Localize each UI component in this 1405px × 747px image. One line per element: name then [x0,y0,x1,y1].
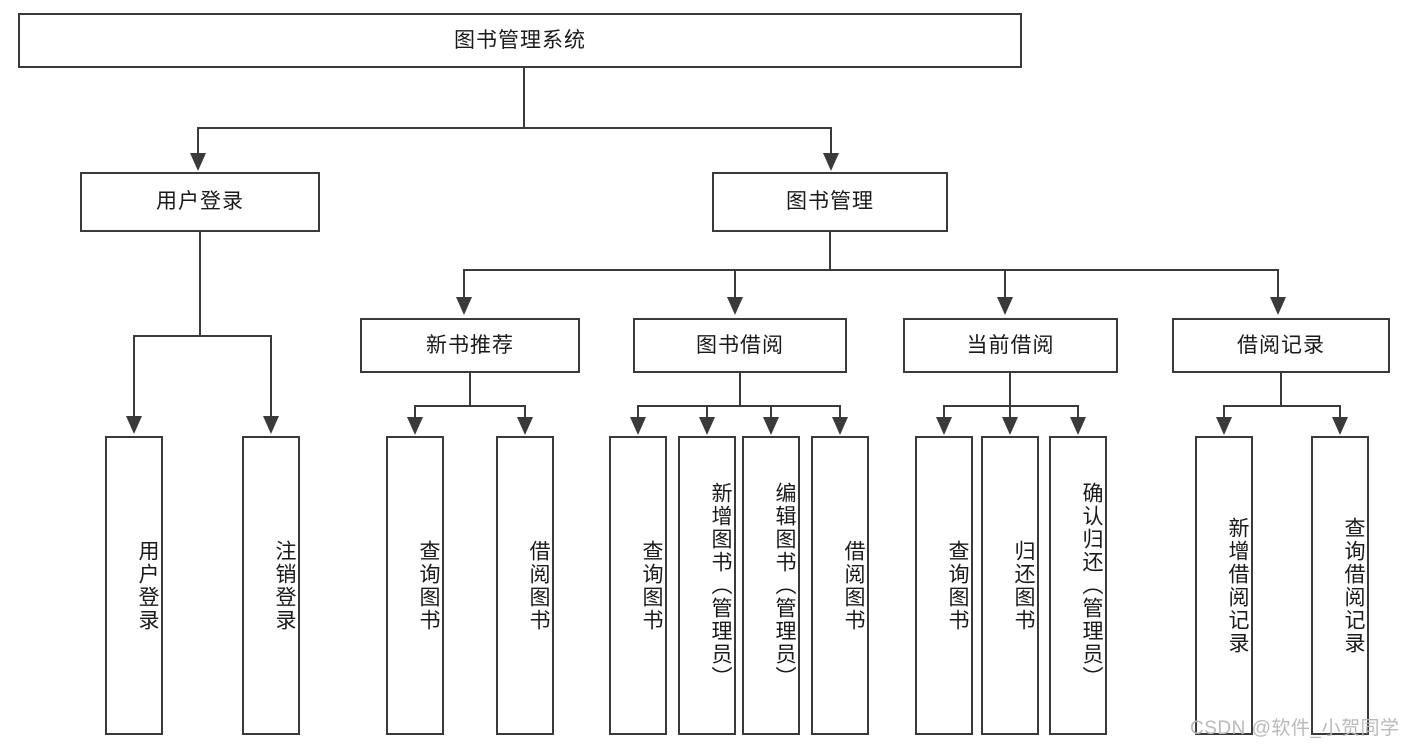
connector-book-mgmt-to-current-borrow [1004,269,1006,299]
node-current-borrow[interactable]: 当前借阅 [903,318,1118,373]
node-borrow-record[interactable]: 借阅记录 [1172,318,1390,373]
node-root-system[interactable]: 图书管理系统 [18,13,1022,68]
arrowhead-current-borrow [997,297,1013,315]
leaf-label: 借阅图书 [527,539,550,632]
node-label: 图书管理系统 [454,28,586,52]
leaf-borrow-query-book[interactable]: 查询图书 [609,436,667,735]
node-new-book-recommend[interactable]: 新书推荐 [360,318,580,373]
node-user-login[interactable]: 用户登录 [80,172,320,232]
leaf-label: 编辑图书（管理员） [773,482,796,689]
node-label: 借阅记录 [1237,333,1325,357]
leaf-logout[interactable]: 注销登录 [242,436,300,735]
connector-user-login-bar [133,335,270,337]
connector-book-borrow-to-leaf-3 [770,405,772,419]
leaf-label: 注销登录 [273,539,296,632]
arrowhead-borrow-record-leaf-1 [1216,417,1232,435]
node-label: 图书管理 [786,190,874,214]
leaf-label: 确认归还（管理员） [1080,482,1103,689]
node-book-borrow[interactable]: 图书借阅 [633,318,847,373]
arrowhead-leaf-logout [263,416,279,434]
node-label: 当前借阅 [966,333,1055,357]
leaf-label: 查询图书 [946,539,969,632]
connector-new-book-stem [469,373,471,406]
connector-book-borrow-to-leaf-1 [637,405,639,419]
connector-book-borrow-to-leaf-4 [839,405,841,419]
node-label: 图书借阅 [696,333,784,357]
connector-book-mgmt-to-book-borrow [734,269,736,299]
connector-user-login-to-leaf-2 [270,335,272,418]
node-label: 用户登录 [156,190,244,214]
connector-book-borrow-stem [739,373,741,406]
leaf-borrow-edit-book[interactable]: 编辑图书（管理员） [742,436,800,735]
leaf-record-add[interactable]: 新增借阅记录 [1195,436,1253,735]
connector-borrow-record-to-leaf-2 [1339,405,1341,419]
connector-root-stem [523,68,525,128]
leaf-new-book-borrow[interactable]: 借阅图书 [496,436,554,735]
connector-book-borrow-bar [637,405,841,407]
leaf-label: 查询借阅记录 [1342,516,1365,655]
connector-current-borrow-to-leaf-2 [1009,405,1011,419]
leaf-borrow-borrow-book[interactable]: 借阅图书 [811,436,869,735]
leaf-user-login[interactable]: 用户登录 [105,436,163,735]
arrowhead-current-borrow-leaf-3 [1070,417,1086,435]
arrowhead-new-book [456,297,472,315]
arrowhead-book-borrow-leaf-3 [763,417,779,435]
leaf-label: 新增图书（管理员） [709,482,732,689]
connector-book-mgmt-to-new-book [463,269,465,299]
connector-book-borrow-to-leaf-2 [706,405,708,419]
connector-root-to-user-login [197,127,199,155]
arrowhead-user-login [190,153,206,171]
arrowhead-borrow-record-leaf-2 [1332,417,1348,435]
watermark-csdn: CSDN @软件_小贺同学 [1190,718,1400,739]
leaf-new-book-query[interactable]: 查询图书 [386,436,444,735]
leaf-label: 新增借阅记录 [1226,516,1249,655]
connector-borrow-record-to-leaf-1 [1223,405,1225,419]
connector-borrow-record-bar [1223,405,1341,407]
connector-root-bar [197,127,832,129]
leaf-label: 查询图书 [417,539,440,632]
connector-current-borrow-to-leaf-3 [1077,405,1079,419]
arrowhead-book-mgmt [823,153,839,171]
arrowhead-book-borrow-leaf-4 [832,417,848,435]
connector-new-book-bar [414,405,526,407]
connector-current-borrow-to-leaf-1 [943,405,945,419]
connector-book-mgmt-stem [829,232,831,271]
arrowhead-current-borrow-leaf-1 [936,417,952,435]
connector-new-book-to-leaf-1 [414,405,416,419]
arrowhead-new-book-leaf-1 [407,417,423,435]
arrowhead-leaf-user-login [126,416,142,434]
leaf-borrow-add-book[interactable]: 新增图书（管理员） [678,436,736,735]
leaf-current-return-book[interactable]: 归还图书 [981,436,1039,735]
arrowhead-book-borrow-leaf-2 [699,417,715,435]
arrowhead-new-book-leaf-2 [517,417,533,435]
leaf-label: 用户登录 [136,539,159,632]
leaf-label: 归还图书 [1012,539,1035,632]
connector-new-book-to-leaf-2 [524,405,526,419]
arrowhead-book-borrow [727,297,743,315]
leaf-current-confirm-return[interactable]: 确认归还（管理员） [1049,436,1107,735]
connector-borrow-record-stem [1280,373,1282,406]
leaf-current-query-book[interactable]: 查询图书 [915,436,973,735]
connector-root-to-book-mgmt [830,127,832,155]
node-label: 新书推荐 [426,333,514,357]
arrowhead-borrow-record [1270,297,1286,315]
connector-user-login-to-leaf-1 [133,335,135,418]
connector-user-login-stem [199,232,201,336]
leaf-label: 查询图书 [640,539,663,632]
leaf-record-query[interactable]: 查询借阅记录 [1311,436,1369,735]
node-book-management[interactable]: 图书管理 [712,172,948,232]
connector-book-mgmt-to-borrow-record [1277,269,1279,299]
leaf-label: 借阅图书 [842,539,865,632]
arrowhead-book-borrow-leaf-1 [630,417,646,435]
connector-book-mgmt-bar [463,269,1279,271]
connector-current-borrow-stem [1009,373,1011,406]
arrowhead-current-borrow-leaf-2 [1002,417,1018,435]
